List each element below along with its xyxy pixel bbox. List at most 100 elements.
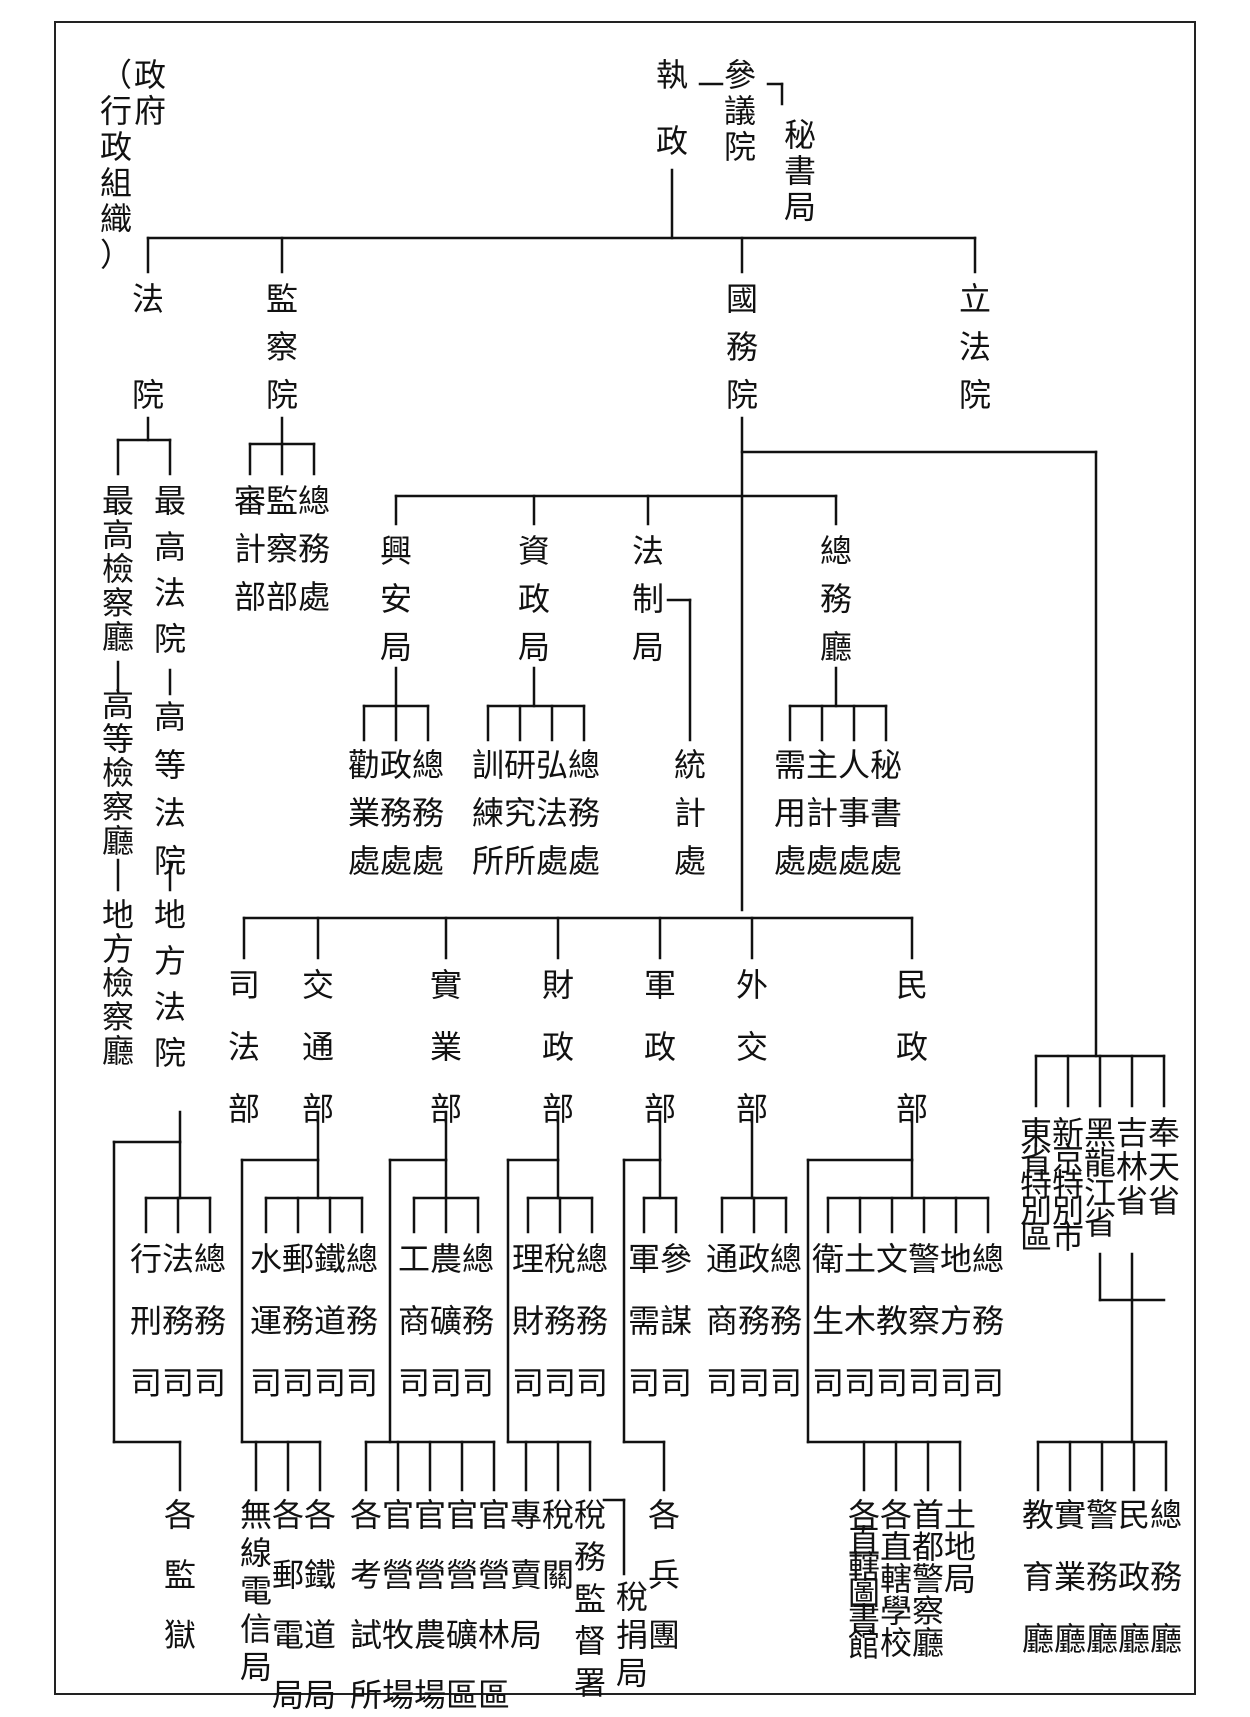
node-gaodeng-jcting: 高等檢察廳: [102, 686, 134, 860]
node-jt-shuiyun: 水運司: [250, 1240, 282, 1402]
node-sf-xingxing: 行刑司: [130, 1240, 162, 1402]
node-difang-fayuan: 地方法院: [154, 896, 186, 1072]
node-sy-nongkuang: 農礦司: [430, 1240, 462, 1402]
node-guanying-linqu: 官營林區: [478, 1496, 510, 1714]
node-xinganju: 興安局: [380, 532, 412, 666]
node-label: 首都警察廳: [912, 1496, 944, 1662]
node-label: 總務廳: [1150, 1496, 1182, 1658]
node-jc-jianchabu: 監察部: [266, 482, 298, 616]
node-label: 各鐵道局: [304, 1496, 336, 1714]
node-label: 總務司: [972, 1240, 1004, 1402]
node-mz-tumu: 土木司: [844, 1240, 876, 1402]
node-shuijuanju: 稅捐局: [616, 1578, 648, 1692]
node-label: 警察司: [908, 1240, 940, 1402]
node-title: 政府（行政組織）: [100, 56, 166, 274]
node-minzhengbu: 民政部: [896, 966, 928, 1128]
node-label: 高等檢察廳: [102, 686, 134, 860]
node-wj-tongshang: 通商司: [706, 1240, 738, 1402]
node-sifabu: 司法部: [228, 966, 260, 1128]
node-label: 各直轄圖書館: [848, 1496, 880, 1664]
node-label: 新京特別市: [1052, 1114, 1084, 1256]
node-guowuyuan: 國務院: [726, 280, 758, 414]
node-label: 研究所: [504, 746, 536, 880]
node-label: 官營礦區: [446, 1496, 478, 1714]
node-label: 法院: [132, 280, 164, 414]
node-sf-zongwu: 總務司: [194, 1240, 226, 1402]
node-sy-zongwu: 總務司: [462, 1240, 494, 1402]
node-junzhengbu: 軍政部: [644, 966, 676, 1128]
node-label: 秘書處: [870, 746, 902, 880]
node-label: 參議院: [724, 56, 756, 166]
node-fengtian: 奉天省: [1148, 1114, 1180, 1220]
node-label: 審計部: [234, 482, 266, 616]
node-label: 實業廳: [1054, 1496, 1086, 1658]
node-label: 教育廳: [1022, 1496, 1054, 1658]
node-label: 吉林省: [1116, 1114, 1148, 1220]
node-label: 總務處: [298, 482, 330, 616]
node-tongjichu: 統計處: [674, 746, 706, 880]
node-label: 各兵團: [648, 1496, 680, 1654]
node-zw-mishu: 秘書處: [870, 746, 902, 880]
node-guanying-kuangqu: 官營礦區: [446, 1496, 478, 1714]
node-label: 各考試所: [350, 1496, 382, 1714]
node-fazhiju: 法制局: [632, 532, 664, 666]
node-jt-youwu: 郵務司: [282, 1240, 314, 1402]
node-label: 郵務司: [282, 1240, 314, 1402]
node-tudiju: 土地局: [944, 1496, 976, 1598]
node-cz-zongwu: 總務司: [576, 1240, 608, 1402]
page-frame: [54, 21, 1196, 1695]
node-label: 高等法院: [154, 698, 186, 880]
node-label: 興安局: [380, 532, 412, 666]
node-label: 訓練所: [472, 746, 504, 880]
node-ge-tiedaoju: 各鐵道局: [304, 1496, 336, 1714]
node-guanying-muchang: 官營牧場: [382, 1496, 414, 1714]
node-zz-hongfa: 弘法處: [536, 746, 568, 880]
node-gezhixia-xuexiao: 各直轄學校: [880, 1496, 912, 1662]
node-label: 文教司: [876, 1240, 908, 1402]
node-shuiwu-jiandushu: 稅務監督署: [574, 1496, 606, 1702]
node-sy-gongshang: 工商司: [398, 1240, 430, 1402]
node-label: 軍政部: [644, 966, 676, 1128]
node-zz-xunlian: 訓練所: [472, 746, 504, 880]
node-label: 東省特別區: [1020, 1114, 1052, 1256]
node-label: 黑龍江省: [1084, 1114, 1116, 1242]
node-label: 理財司: [512, 1240, 544, 1402]
node-label: 衛生司: [812, 1240, 844, 1402]
node-mishuju: 秘書局: [784, 116, 816, 226]
node-sheng-minzhengting: 民政廳: [1118, 1496, 1150, 1658]
node-label: 地方檢察廳: [102, 896, 134, 1070]
node-label: 民政廳: [1118, 1496, 1150, 1658]
node-zuigao-jcting: 最高檢察廳: [102, 482, 134, 656]
node-difang-jcting: 地方檢察廳: [102, 896, 134, 1070]
node-mz-difang: 地方司: [940, 1240, 972, 1402]
node-label: 總務司: [346, 1240, 378, 1402]
node-jilin: 吉林省: [1116, 1114, 1148, 1220]
node-label: 勸業處: [348, 746, 380, 880]
node-label: 奉天省: [1148, 1114, 1180, 1220]
node-jt-tiedao: 鐵道司: [314, 1240, 346, 1402]
node-label: 各郵電局: [272, 1496, 304, 1714]
node-label: 監察院: [266, 280, 298, 414]
node-gaodeng-fayuan: 高等法院: [154, 698, 186, 880]
node-shoudu-jingchating: 首都警察廳: [912, 1496, 944, 1662]
node-label: 總務廳: [820, 532, 852, 666]
node-sheng-zongwuting: 總務廳: [1150, 1496, 1182, 1658]
node-wuxian-dianxinju: 無線電信局: [240, 1496, 272, 1686]
node-sheng-shiyeting: 實業廳: [1054, 1496, 1086, 1658]
node-mz-weisheng: 衛生司: [812, 1240, 844, 1402]
node-label: 軍需司: [628, 1240, 660, 1402]
node-zw-zhuji: 主計處: [806, 746, 838, 880]
node-label: 實業部: [430, 966, 462, 1128]
node-label: 總務司: [576, 1240, 608, 1402]
node-gebingtuan: 各兵團: [648, 1496, 680, 1654]
node-label: 稅務司: [544, 1240, 576, 1402]
node-label: 土地局: [944, 1496, 976, 1598]
node-label: 需用處: [774, 746, 806, 880]
node-gejianyu: 各監獄: [164, 1496, 196, 1654]
node-label: 政務處: [380, 746, 412, 880]
node-jz-canmou: 參謀司: [660, 1240, 692, 1402]
node-mz-wenjiao: 文教司: [876, 1240, 908, 1402]
node-jiaotongbu: 交通部: [302, 966, 334, 1128]
node-label: 稅捐局: [616, 1578, 648, 1692]
node-jt-zongwu: 總務司: [346, 1240, 378, 1402]
